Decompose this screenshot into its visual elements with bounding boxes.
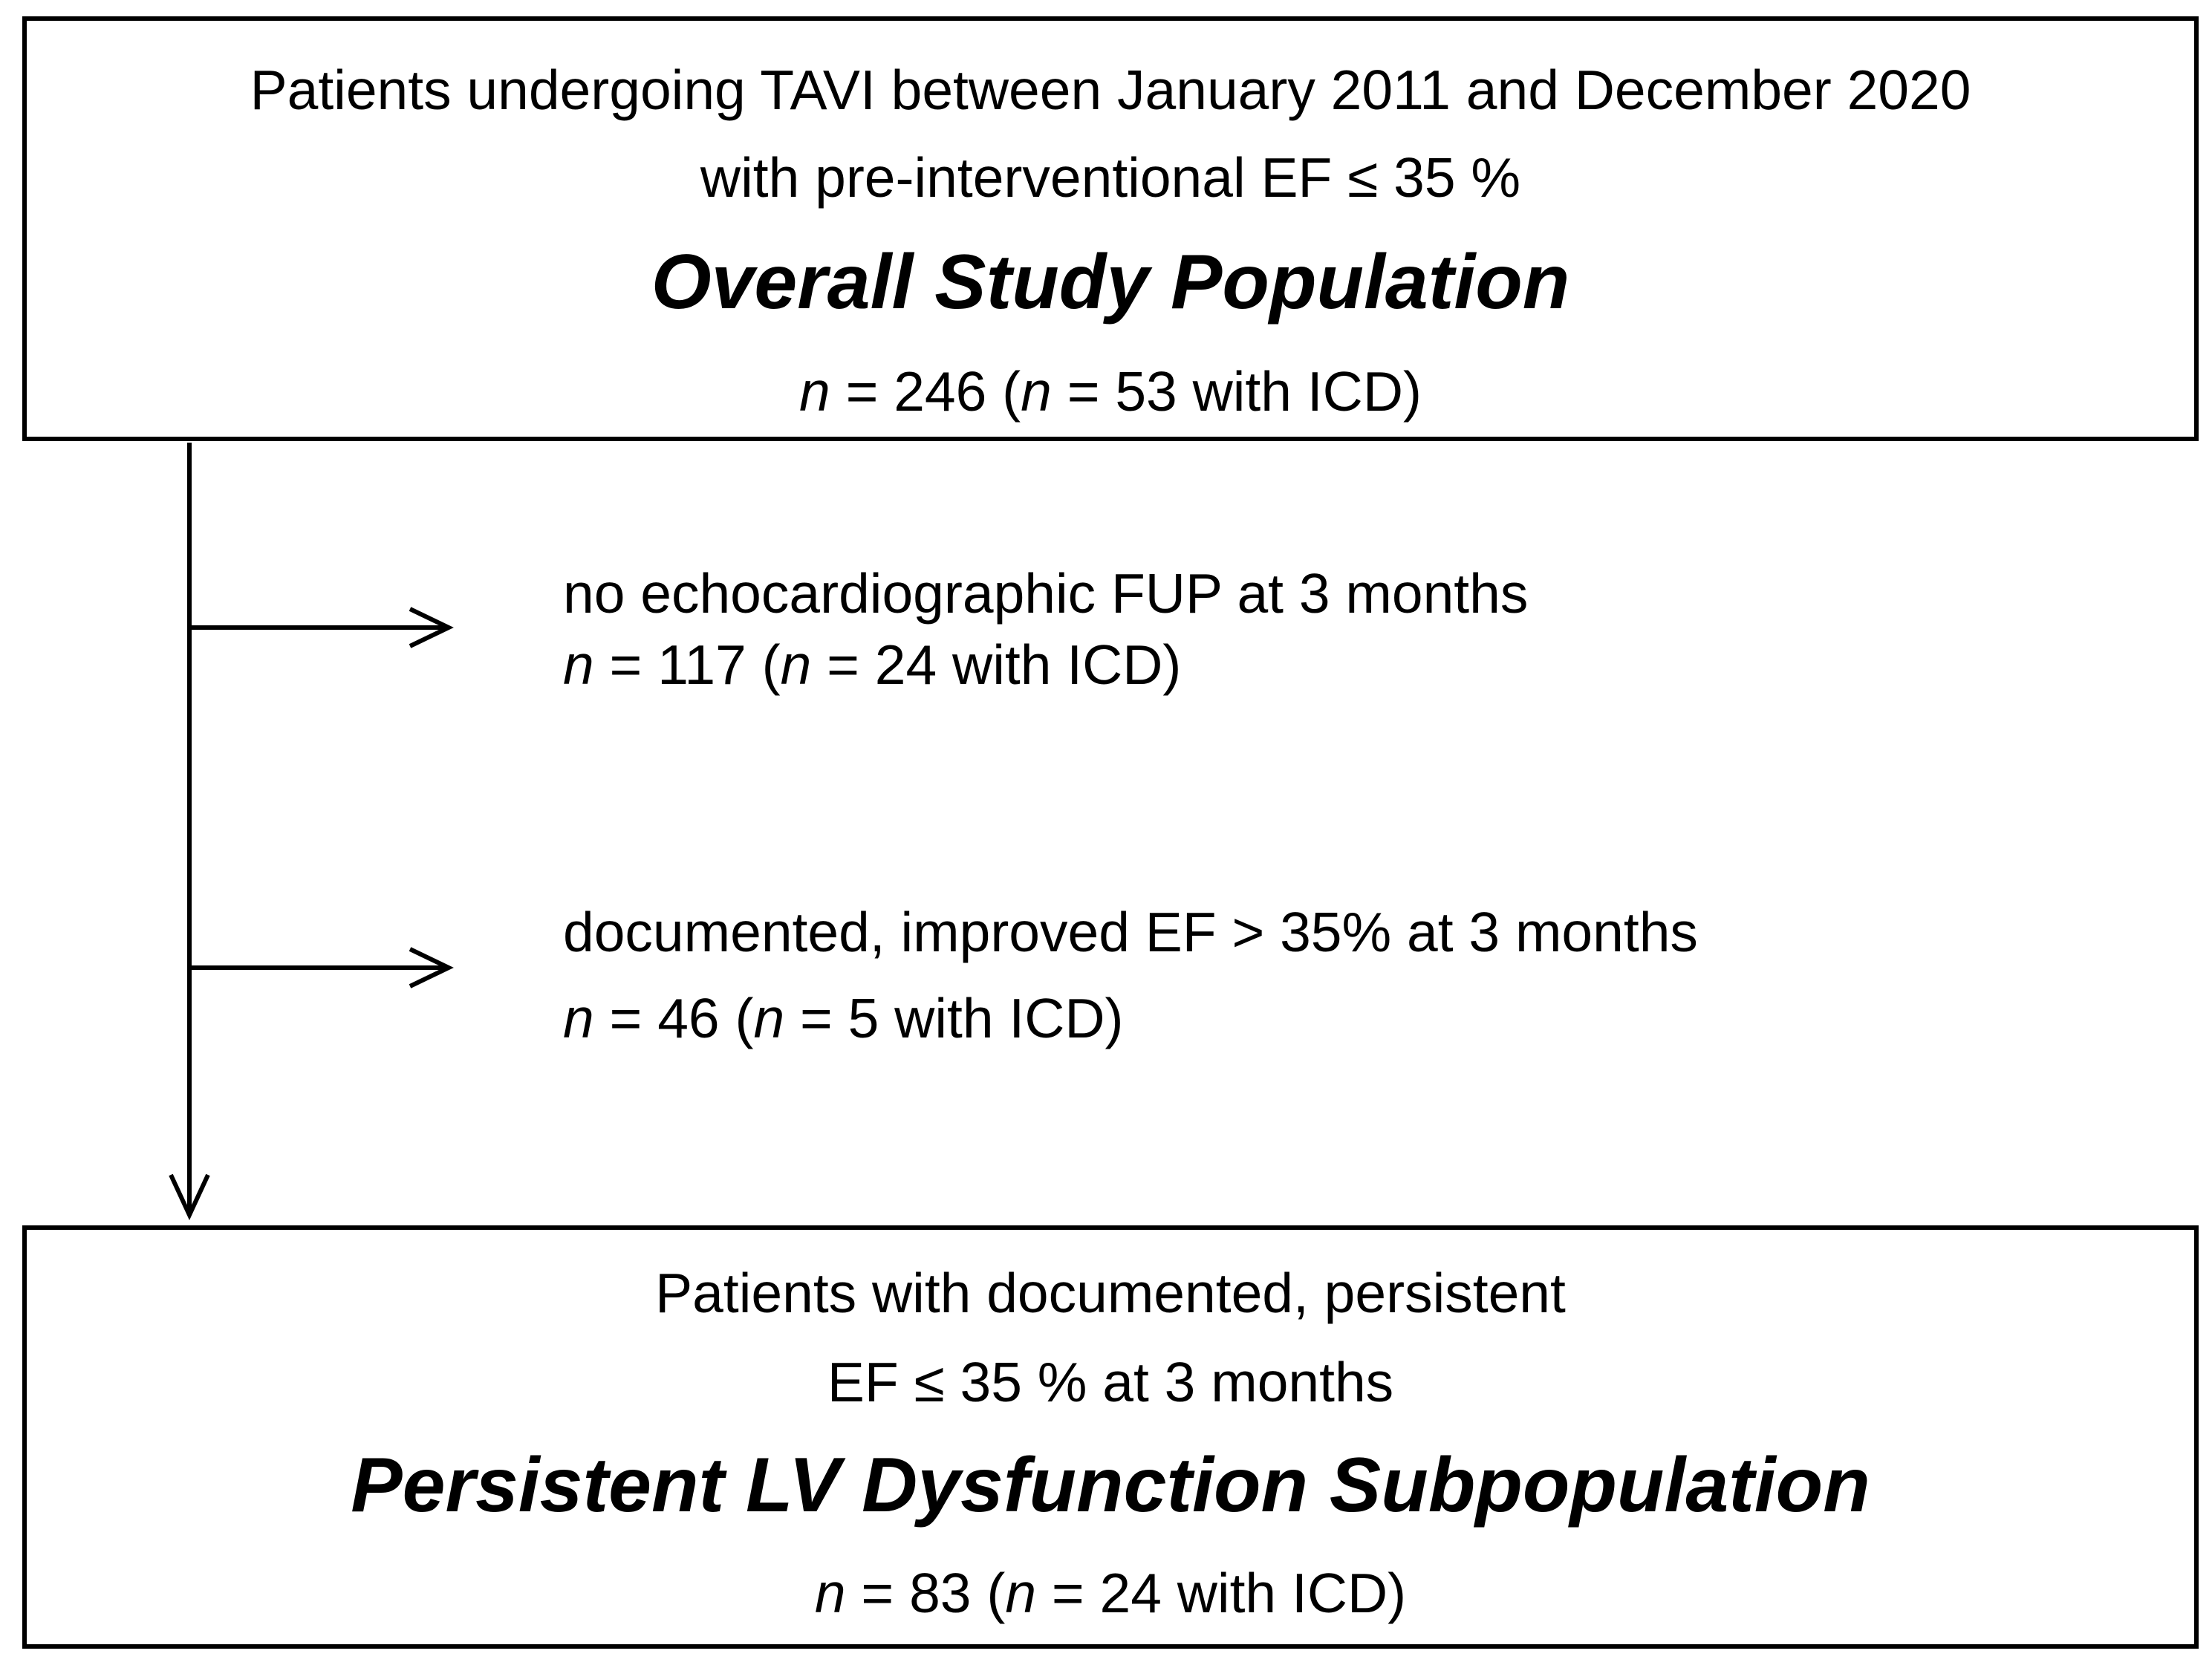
bottom-box-line-1: Patients with documented, persistent <box>655 1262 1566 1324</box>
exclusion-2-text: documented, improved EF > 35% at 3 month… <box>563 901 1698 963</box>
icd-value: = 24 with ICD) <box>811 633 1182 696</box>
n-value: = 46 ( <box>593 987 754 1049</box>
exclusion-2-arrowhead <box>409 947 454 988</box>
overall-study-population-heading: Overall Study Population <box>651 239 1570 325</box>
icd-value: = 5 with ICD) <box>784 987 1124 1049</box>
icd-value: = 24 with ICD) <box>1036 1562 1407 1624</box>
n-symbol: n <box>563 633 594 696</box>
n-symbol: n <box>780 633 812 696</box>
n-symbol: n <box>563 987 594 1049</box>
n-symbol: n <box>814 1562 846 1624</box>
top-box-count: n = 246 (n = 53 with ICD) <box>27 364 2194 420</box>
n-symbol: n <box>1005 1562 1037 1624</box>
n-symbol: n <box>799 360 830 423</box>
n-symbol: n <box>753 987 785 1049</box>
persistent-lv-dysfunction-heading: Persistent LV Dysfunction Subpopulation <box>351 1442 1870 1528</box>
bottom-box-line-2: EF ≤ 35 % at 3 months <box>827 1351 1394 1413</box>
exclusion-2-count: n = 46 (n = 5 with ICD) <box>563 991 1124 1046</box>
n-value: = 246 ( <box>830 360 1021 423</box>
top-box-line-1: Patients undergoing TAVI between January… <box>250 59 1971 121</box>
n-value: = 83 ( <box>845 1562 1006 1624</box>
exclusion-1-text: no echocardiographic FUP at 3 months <box>563 562 1529 625</box>
icd-value: = 53 with ICD) <box>1051 360 1422 423</box>
n-value: = 117 ( <box>593 633 781 696</box>
main-flow-arrowhead <box>169 1173 210 1221</box>
top-box-line-2: with pre-interventional EF ≤ 35 % <box>700 146 1521 209</box>
exclusion-1-count: n = 117 (n = 24 with ICD) <box>563 637 1181 693</box>
n-symbol: n <box>1021 360 1052 423</box>
persistent-lv-dysfunction-box: Patients with documented, persistent EF … <box>22 1225 2199 1649</box>
overall-study-population-box: Patients undergoing TAVI between January… <box>22 16 2199 441</box>
bottom-box-count: n = 83 (n = 24 with ICD) <box>27 1566 2194 1621</box>
exclusion-1-arrowhead <box>409 607 454 648</box>
